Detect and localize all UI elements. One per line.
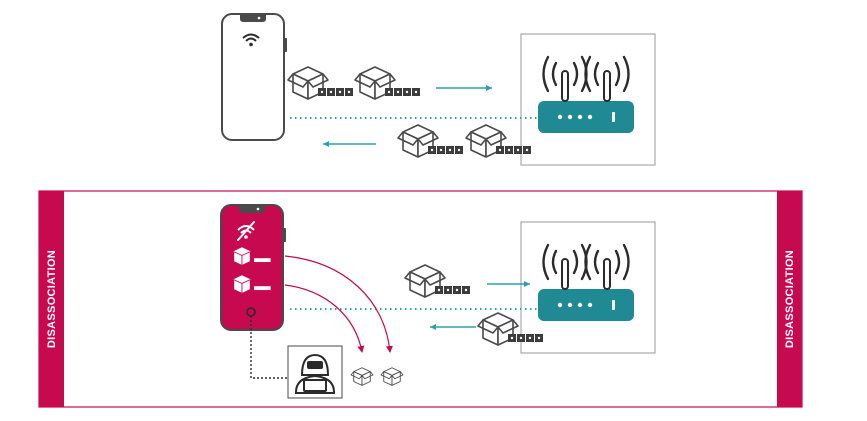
disassociation-label-right: DISASSOCIATION [784,250,796,348]
disassociation-label-left: DISASSOCIATION [46,250,58,348]
hacker-icon [295,353,335,394]
left-label-bar [39,191,64,407]
attack-panel-frame [38,190,803,408]
redirect-arrow [284,284,365,353]
disassociation-attack-panel: DISASSOCIATION DISASSOCIATION [38,190,803,408]
packet-icon [232,275,271,294]
attacker-link [250,316,288,379]
packet-icon [397,124,463,158]
normal-connection-panel [221,13,656,166]
wifi-off-icon [237,221,255,241]
phone [221,13,287,141]
router-frame [520,33,656,166]
packet-icon [232,247,271,266]
compromised-phone [220,204,286,331]
router-frame [520,221,656,354]
packet-icon [354,66,420,100]
right-label-bar [777,191,802,407]
redirect-arrow [284,255,393,353]
wifi-icon [242,33,260,47]
packet-icon [287,66,353,100]
